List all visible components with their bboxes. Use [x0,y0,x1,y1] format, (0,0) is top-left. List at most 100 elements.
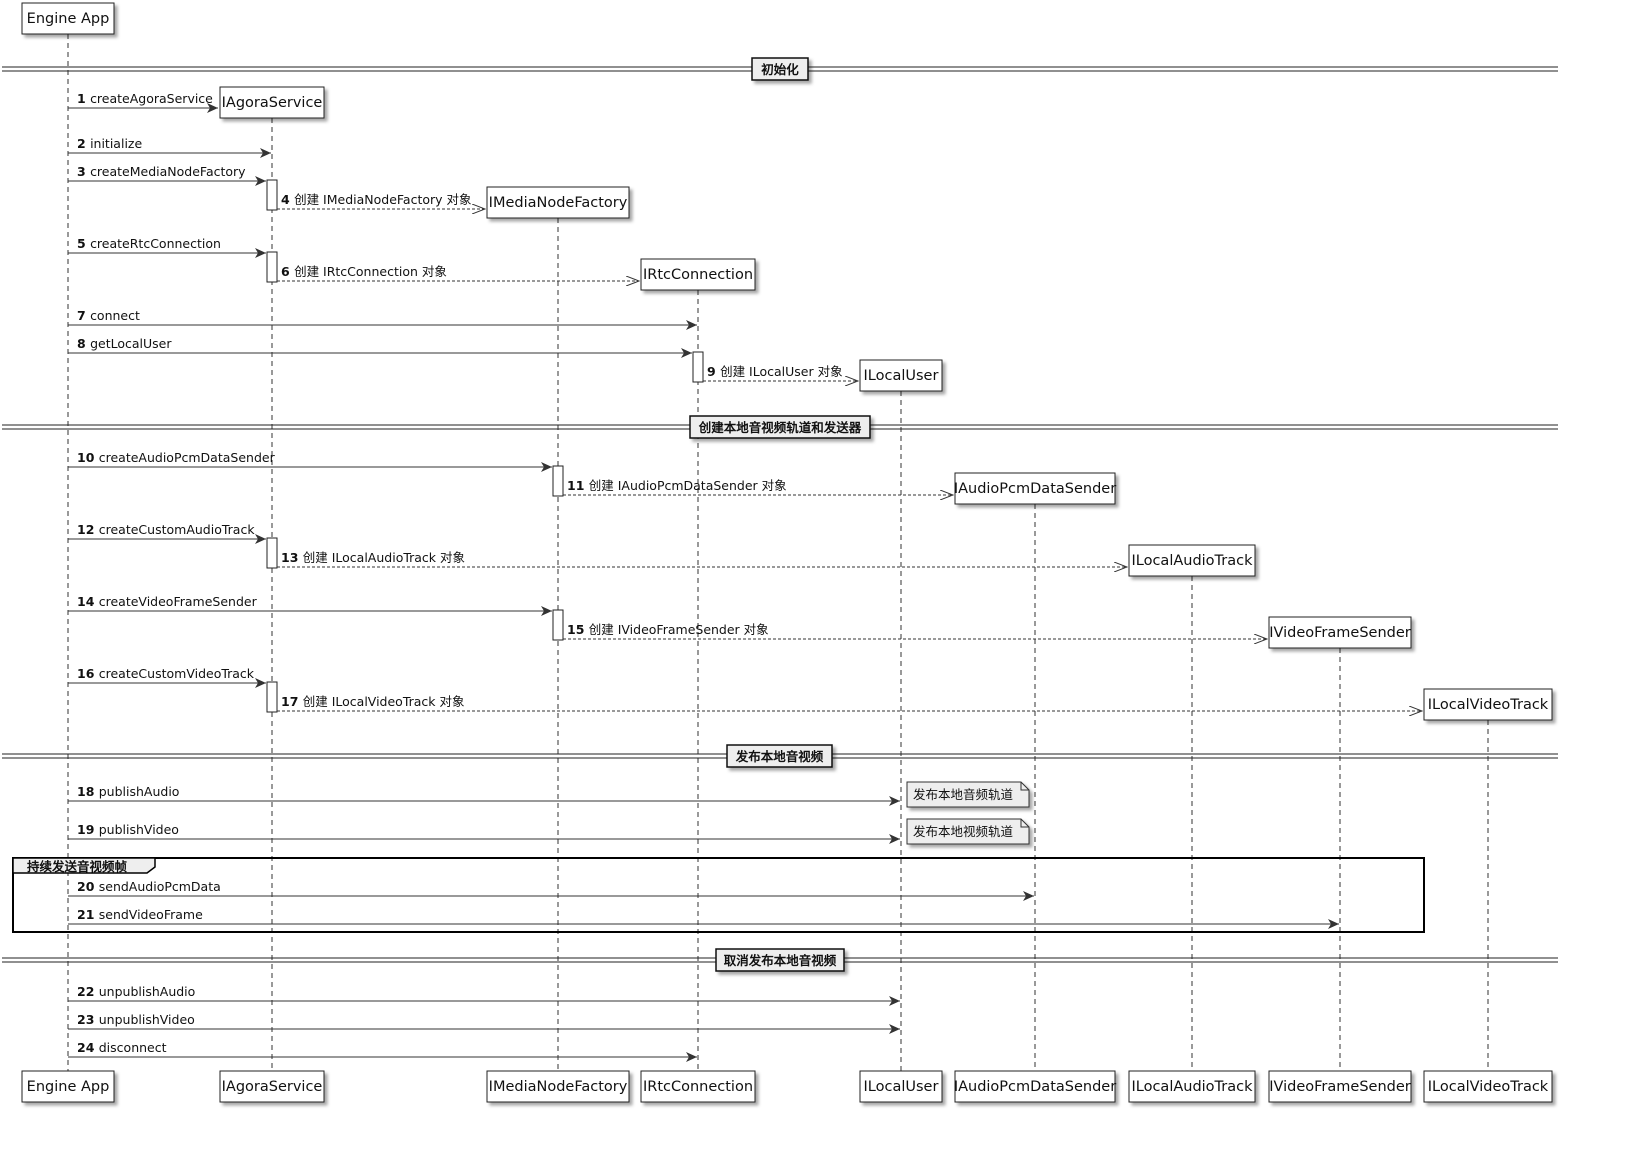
participant-label: IRtcConnection [643,267,753,283]
participant-label: IAgoraService [222,95,323,111]
message-label: 13 创建 ILocalAudioTrack 对象 [281,550,465,565]
message-label: 20 sendAudioPcmData [77,879,221,894]
message-13: 13 创建 ILocalAudioTrack 对象 [277,550,1127,567]
participant-rtc-top: IRtcConnection [640,258,756,291]
message-number: 20 [77,879,99,894]
participant-user-bottom: ILocalUser [859,1070,943,1103]
participant-audiotrack-top: ILocalAudioTrack [1128,544,1256,577]
message-text: sendVideoFrame [99,907,203,922]
participant-label: Engine App [27,11,110,27]
message-text: createRtcConnection [90,236,221,251]
message-number: 24 [77,1040,99,1055]
message-7: 7 connect [68,308,697,330]
message-number: 15 [567,622,589,637]
message-label: 22 unpublishAudio [77,984,195,999]
message-label: 17 创建 ILocalVideoTrack 对象 [281,694,465,709]
message-21: 21 sendVideoFrame [68,907,1339,929]
note-shape [906,818,1030,845]
message-text: createCustomAudioTrack [99,522,256,537]
participant-videotrack-bottom: ILocalVideoTrack [1423,1070,1553,1103]
message-number: 5 [77,236,90,251]
message-text: 创建 IMediaNodeFactory 对象 [294,192,471,207]
participant-label: ILocalUser [864,1079,939,1095]
message-label: 4 创建 IMediaNodeFactory 对象 [281,192,472,207]
message-label: 11 创建 IAudioPcmDataSender 对象 [567,478,787,493]
participant-box [1423,1070,1553,1103]
group-tab [12,857,156,874]
message-16: 16 createCustomVideoTrack [68,666,266,688]
message-text: createCustomVideoTrack [99,666,255,681]
participant-label: ILocalAudioTrack [1131,1079,1253,1095]
participant-box [21,2,115,35]
participant-label: IAudioPcmDataSender [954,1079,1116,1095]
participant-vsender-top: IVideoFrameSender [1268,616,1412,649]
divider-4: 取消发布本地音视频 [2,948,1558,972]
participant-box [1268,1070,1412,1103]
participant-box [1128,1070,1256,1103]
divider-box [726,744,833,768]
message-number: 9 [707,364,720,379]
message-text: 创建 IVideoFrameSender 对象 [589,622,769,637]
note-shape [906,781,1030,808]
note-2: 发布本地视频轨道 [906,818,1030,845]
message-20: 20 sendAudioPcmData [68,879,1034,901]
message-number: 1 [77,91,90,106]
message-number: 3 [77,164,90,179]
message-label: 3 createMediaNodeFactory [77,164,246,179]
message-19: 19 publishVideo [68,822,900,844]
message-number: 18 [77,784,99,799]
message-label: 23 unpublishVideo [77,1012,195,1027]
divider-label: 创建本地音视频轨道和发送器 [698,420,862,435]
participant-vsender-bottom: IVideoFrameSender [1268,1070,1412,1103]
divider-label: 取消发布本地音视频 [724,953,837,968]
group-label: 持续发送音视频帧 [27,859,128,874]
activation-bar [266,251,278,283]
participant-pcmsender-bottom: IAudioPcmDataSender [954,1070,1116,1103]
message-text: 创建 ILocalAudioTrack 对象 [303,550,465,565]
participant-box [486,186,630,219]
message-15: 15 创建 IVideoFrameSender 对象 [563,622,1267,639]
activation-bar [266,681,278,713]
message-text: unpublishAudio [99,984,196,999]
participant-box [859,359,943,392]
message-text: createMediaNodeFactory [90,164,246,179]
participant-label: Engine App [27,1079,110,1095]
divider-1: 初始化 [2,57,1558,81]
participant-label: IVideoFrameSender [1269,1079,1411,1095]
message-number: 21 [77,907,99,922]
message-label: 7 connect [77,308,140,323]
message-number: 6 [281,264,294,279]
activation-bar [552,609,564,641]
divider-label: 发布本地音视频 [735,749,824,764]
participant-audiotrack-bottom: ILocalAudioTrack [1128,1070,1256,1103]
message-24: 24 disconnect [68,1040,697,1062]
divider-box [715,948,845,972]
note-fold [1020,819,1029,828]
activation-bar [552,465,564,497]
message-10: 10 createAudioPcmDataSender [68,450,552,472]
message-number: 13 [281,550,303,565]
lifelines [67,34,1489,1071]
message-number: 12 [77,522,99,537]
message-label: 14 createVideoFrameSender [77,594,258,609]
divider-2: 创建本地音视频轨道和发送器 [2,415,1558,439]
message-label: 16 createCustomVideoTrack [77,666,255,681]
note-text: 发布本地视频轨道 [913,824,1014,839]
message-text: createAudioPcmDataSender [99,450,276,465]
message-number: 19 [77,822,99,837]
message-5: 5 createRtcConnection [68,236,266,258]
message-text: disconnect [99,1040,167,1055]
participant-videotrack-top: ILocalVideoTrack [1423,688,1553,721]
participant-label: IAudioPcmDataSender [954,481,1116,497]
participant-box [21,1070,115,1103]
message-text: initialize [90,136,142,151]
message-number: 2 [77,136,90,151]
message-8: 8 getLocalUser [68,336,692,358]
group-frame-layer: 持续发送音视频帧 [12,857,1425,933]
participant-label: ILocalUser [864,368,939,384]
message-6: 6 创建 IRtcConnection 对象 [277,264,639,281]
participant-label: ILocalVideoTrack [1428,1079,1549,1095]
message-label: 24 disconnect [77,1040,167,1055]
